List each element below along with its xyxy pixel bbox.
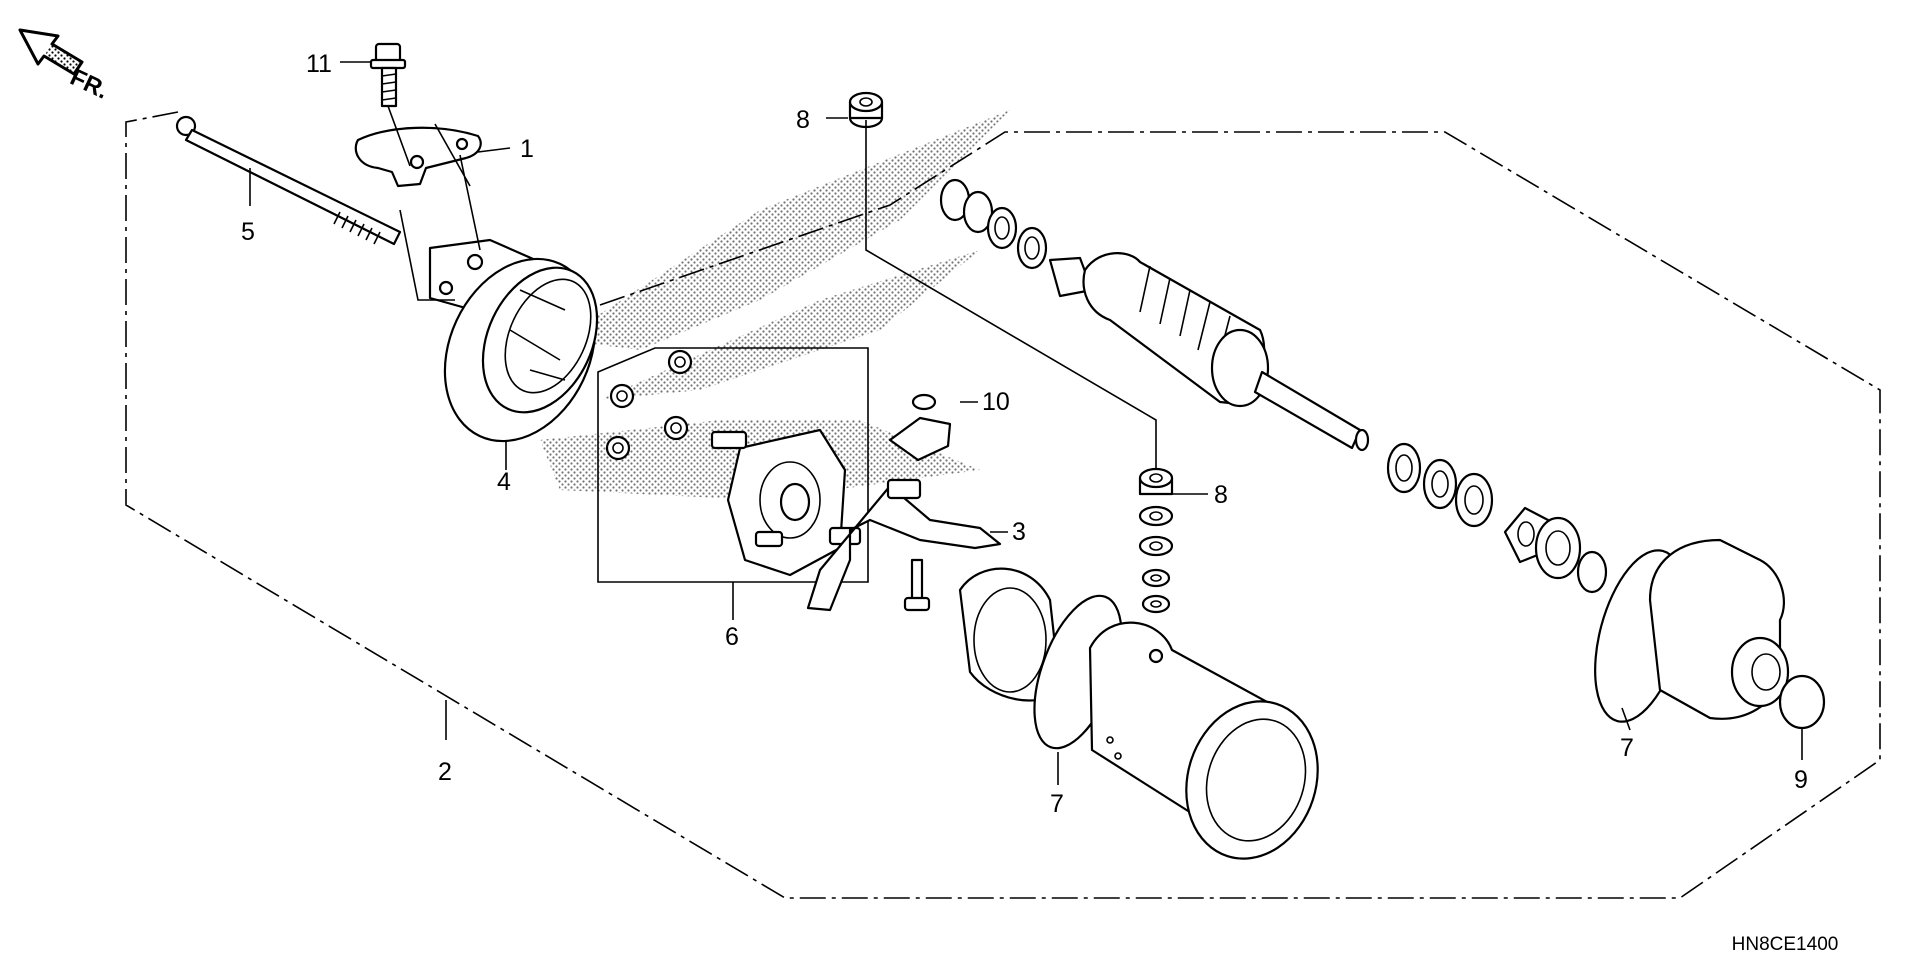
callout-8-stack: 8 <box>1214 481 1228 509</box>
callout-4: 4 <box>497 468 511 496</box>
callout-7-rear: 7 <box>1620 734 1634 762</box>
callout-labels: 1 2 3 4 5 6 7 7 8 8 9 10 11 <box>241 50 1808 818</box>
callout-8-top: 8 <box>796 106 810 134</box>
brush-set-boundary <box>597 347 869 583</box>
terminal-nut-top <box>848 91 884 129</box>
callout-2: 2 <box>438 758 452 786</box>
bracket-plate <box>354 126 482 188</box>
front-direction-indicator: FR. <box>18 28 112 105</box>
callout-7-yoke: 7 <box>1050 790 1064 818</box>
brush-holder-plate <box>710 428 862 577</box>
motor-yoke <box>1088 621 1319 860</box>
callout-10: 10 <box>982 388 1010 416</box>
brush-terminal <box>806 416 1002 612</box>
o-ring-small <box>1778 674 1826 730</box>
through-bolt <box>175 115 402 246</box>
yoke-insulator <box>958 567 1062 702</box>
washer-small <box>911 393 937 411</box>
flange-bolt <box>369 42 407 108</box>
front-cover <box>428 238 599 443</box>
rear-washers <box>1386 442 1494 528</box>
armature <box>1048 252 1370 452</box>
callout-1: 1 <box>520 135 534 163</box>
callout-9: 9 <box>1794 766 1808 794</box>
assembly-boundary <box>125 111 1881 899</box>
callout-5: 5 <box>241 218 255 246</box>
armature-washers-front <box>939 178 1048 270</box>
rear-bearing <box>1534 516 1608 594</box>
diagram-code: HN8CE1400 <box>1732 934 1839 955</box>
rear-cover <box>1648 538 1790 720</box>
brush-springs <box>605 349 693 461</box>
terminal-nut-stack <box>1138 467 1174 614</box>
leader-lines <box>249 61 1803 785</box>
callout-3: 3 <box>1012 518 1026 546</box>
callout-11: 11 <box>306 50 332 78</box>
callout-6: 6 <box>725 623 739 651</box>
